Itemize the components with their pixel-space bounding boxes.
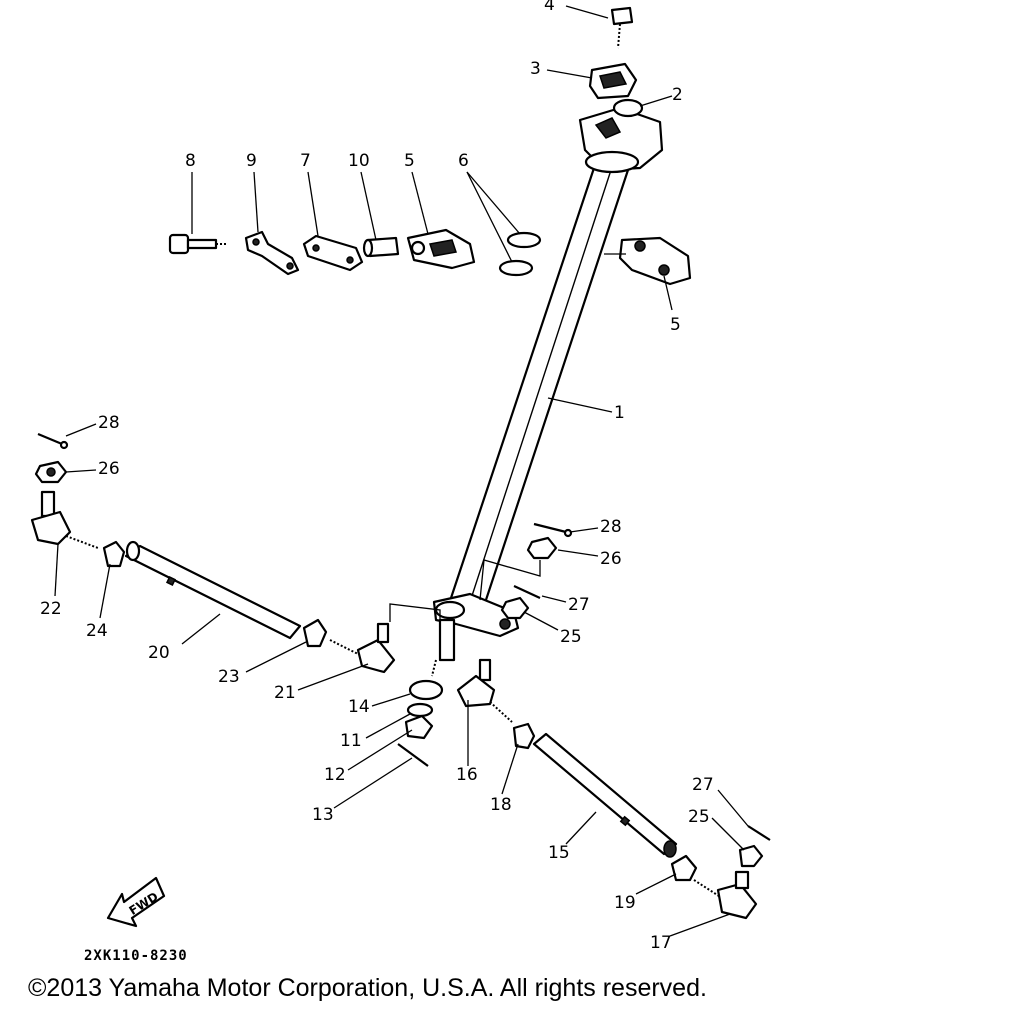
cotter-pin-28-center <box>533 522 573 538</box>
callout-11: 11 <box>340 731 362 751</box>
callout-12: 12 <box>324 765 346 785</box>
tie-rod-15 <box>532 732 678 858</box>
bolt-8 <box>168 233 228 255</box>
callout-28-center: 28 <box>600 517 622 537</box>
upper-column-holder <box>578 106 664 174</box>
nut-26-left <box>34 460 68 484</box>
pitman-arm <box>431 592 520 677</box>
tie-rod-end-22 <box>30 490 99 549</box>
cotter-pin-27-center <box>513 585 541 599</box>
nut-25-right <box>738 844 764 868</box>
callout-7: 7 <box>300 151 311 171</box>
tie-rod-end-21 <box>329 622 396 674</box>
tie-rod-end-16 <box>456 658 513 723</box>
callout-17: 17 <box>650 933 672 953</box>
callout-28-left: 28 <box>98 413 120 433</box>
callout-6: 6 <box>458 151 469 171</box>
callout-5-right: 5 <box>670 315 681 335</box>
column-holder-right <box>618 236 692 286</box>
callout-27-center: 27 <box>568 595 590 615</box>
bushing <box>612 98 644 118</box>
collar-10 <box>362 236 400 258</box>
nut-18 <box>512 722 536 750</box>
cotter-pin-27-right <box>747 825 771 841</box>
callout-1: 1 <box>614 403 625 423</box>
callout-14: 14 <box>348 697 370 717</box>
callout-21: 21 <box>274 683 296 703</box>
washer-6 <box>498 231 542 277</box>
callout-16: 16 <box>456 765 478 785</box>
callout-18: 18 <box>490 795 512 815</box>
nut-25-center <box>500 596 530 620</box>
fwd-arrow-icon: FWD <box>106 876 166 928</box>
tie-rod-20 <box>124 540 302 640</box>
callout-13: 13 <box>312 805 334 825</box>
nut-24 <box>102 540 126 568</box>
column-clamp <box>588 62 638 100</box>
leader-lines <box>54 5 749 937</box>
cotter-pin-28-left <box>37 432 69 450</box>
tie-rod-end-17 <box>693 870 758 920</box>
callout-labels: 4 3 2 8 9 7 10 5 6 5 1 28 26 28 26 27 25… <box>40 0 714 953</box>
nut-12 <box>404 714 434 740</box>
callout-9: 9 <box>246 151 257 171</box>
callout-25-center: 25 <box>560 627 582 647</box>
callout-26-left: 26 <box>98 459 120 479</box>
top-bolt <box>610 6 634 49</box>
lock-plate-9 <box>244 230 300 276</box>
callout-24: 24 <box>86 621 108 641</box>
plate-7 <box>302 234 364 272</box>
callout-15: 15 <box>548 843 570 863</box>
nut-26-center <box>526 536 558 560</box>
callout-4: 4 <box>544 0 555 15</box>
callout-10: 10 <box>348 151 370 171</box>
callout-5-top: 5 <box>404 151 415 171</box>
cotter-pin-13 <box>397 743 429 767</box>
callout-20: 20 <box>148 643 170 663</box>
callout-19: 19 <box>614 893 636 913</box>
copyright-notice: ©2013 Yamaha Motor Corporation, U.S.A. A… <box>28 974 707 1002</box>
callout-27-right: 27 <box>692 775 714 795</box>
nut-23 <box>302 618 328 648</box>
nut-19 <box>670 854 698 882</box>
drawing-code: 2XK110-8230 <box>84 948 188 964</box>
callout-3: 3 <box>530 59 541 79</box>
washer-14 <box>408 679 444 701</box>
washer-11 <box>406 702 434 718</box>
callout-23: 23 <box>218 667 240 687</box>
callout-25-right: 25 <box>688 807 710 827</box>
callout-8: 8 <box>185 151 196 171</box>
callout-26-center: 26 <box>600 549 622 569</box>
callout-2: 2 <box>672 85 683 105</box>
callout-22: 22 <box>40 599 62 619</box>
holder-5 <box>406 228 476 270</box>
